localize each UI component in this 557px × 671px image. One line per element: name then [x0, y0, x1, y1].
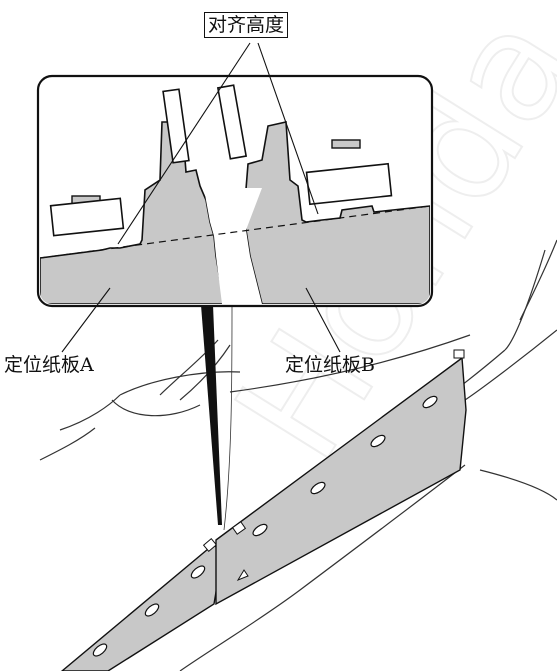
board-a-label: 定位纸板A — [4, 354, 94, 376]
align-height-label: 对齐高度 — [204, 12, 289, 38]
callout-pointer — [201, 305, 222, 525]
board-b-label: 定位纸板B — [285, 354, 375, 376]
board-a-on-car — [60, 538, 223, 671]
callout-pointer-line — [223, 304, 233, 531]
board-b-on-car — [215, 349, 467, 606]
zoom-detail-box — [36, 74, 434, 308]
alignment-dashed-line — [40, 205, 430, 259]
title-leader-lines — [117, 42, 319, 245]
board-leader-lines — [61, 287, 341, 353]
